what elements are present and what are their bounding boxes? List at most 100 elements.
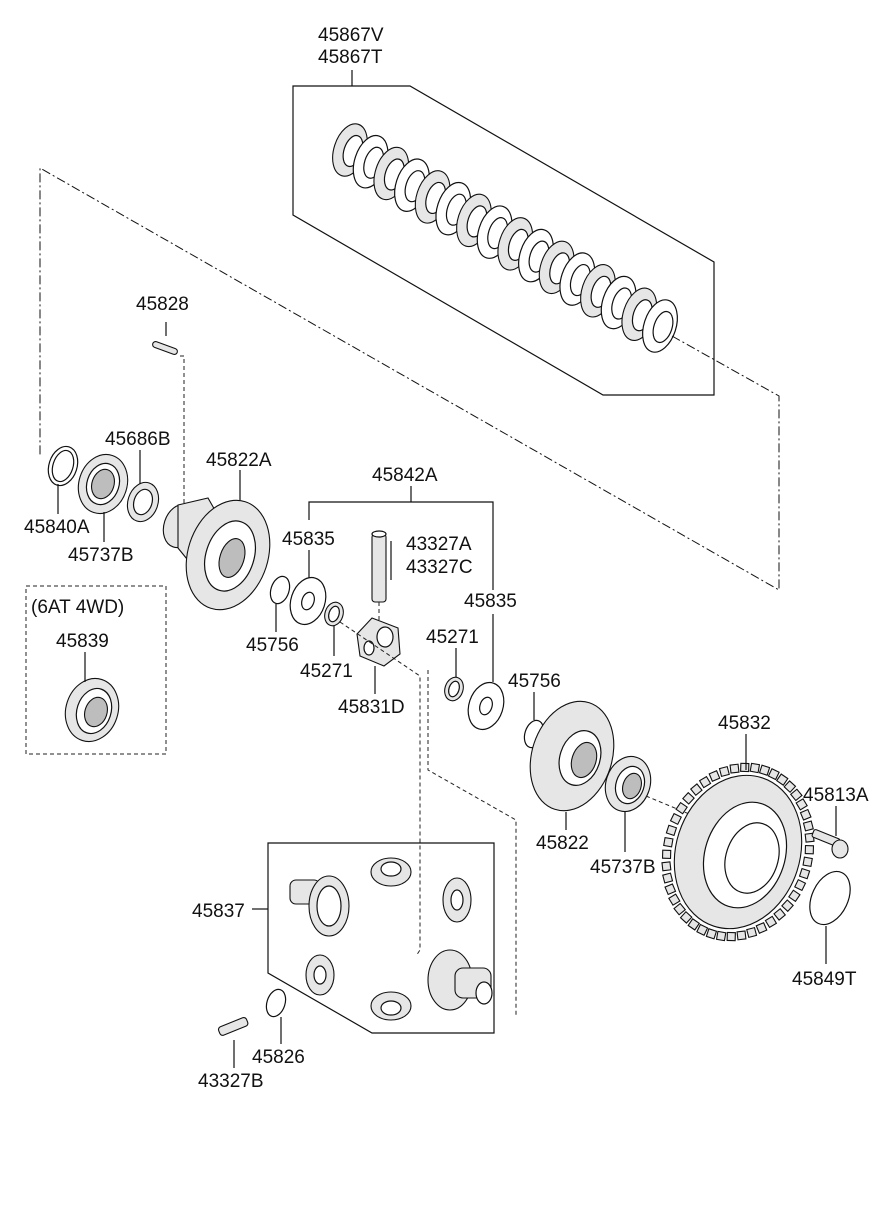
gear-tooth [802,820,814,832]
gear-tooth [764,915,778,929]
kit-45842A-bracket [308,501,494,590]
gear-tooth [669,812,682,826]
friction-disc-stack [332,123,678,353]
gear-tooth [789,788,803,802]
option-box-6at-4wd [25,585,167,755]
snap-ring-45840A [47,445,79,487]
label-45831D[interactable]: 45831D [338,697,405,718]
label-45835-left[interactable]: 45835 [282,529,335,550]
label-45867T[interactable]: 45867T [318,47,383,68]
washer-45271-left [324,601,344,627]
label-45837[interactable]: 45837 [192,901,245,922]
gear-tooth [799,808,812,821]
gear-tooth [662,872,674,884]
label-45813A[interactable]: 45813A [803,785,869,806]
label-45849T[interactable]: 45849T [792,969,857,990]
gear-tooth [708,770,721,782]
gear-kit-box-45837 [267,842,495,1034]
label-45839[interactable]: 45839 [56,631,109,652]
pin-centerline [180,355,185,505]
gear-tooth [673,902,687,916]
pinion-shaft-43327A [371,530,387,603]
gear-tooth [675,801,688,815]
gear-tooth [698,775,712,789]
gear-tooth [729,763,740,774]
spider-block-45831D [356,617,401,667]
label-43327B[interactable]: 43327B [198,1071,264,1092]
gear-tooth [773,908,787,921]
axis-to-gear [645,795,695,817]
label-45737B-left[interactable]: 45737B [68,545,134,566]
center-axis-mid [339,621,421,957]
label-45828[interactable]: 45828 [136,294,189,315]
gear-tooth [705,928,718,940]
label-note-6at-4wd: (6AT 4WD) [31,597,125,618]
gear-tooth [755,922,768,934]
gear-tooth [798,867,811,880]
label-45832[interactable]: 45832 [718,713,771,734]
label-45842A[interactable]: 45842A [372,465,438,486]
gear-tooth [788,889,801,903]
ring-gear-45832 [661,762,815,942]
label-45686B[interactable]: 45686B [105,429,171,450]
label-45271-right[interactable]: 45271 [426,627,479,648]
label-45271-left[interactable]: 45271 [300,661,353,682]
gear-tooth [696,923,709,936]
pin-45828 [152,322,178,355]
side-gear-right [427,949,493,1011]
gear-tooth [726,931,736,942]
label-45737B-right[interactable]: 45737B [590,857,656,878]
label-45867V[interactable]: 45867V [318,25,384,46]
gear-tooth [740,762,750,773]
gear-tooth [661,849,672,859]
gear-tooth [687,918,701,931]
pinion-gear-bottom-left [305,954,335,996]
bearing-45737B-right [604,755,652,813]
gear-tooth [775,773,789,786]
ring-45756-left [269,575,291,605]
pin-43327B [217,1017,249,1036]
pinion-gear-right [442,877,472,923]
gear-tooth [664,883,677,896]
label-43327A[interactable]: 43327A [406,534,472,555]
gear-tooth [661,861,672,872]
side-gear-left [289,875,350,937]
gear-tooth [718,765,730,778]
gear-tooth [736,930,747,941]
label-45822A[interactable]: 45822A [206,450,272,471]
differential-case-45822A [162,497,271,611]
gear-tooth [663,836,674,848]
label-45756-left[interactable]: 45756 [246,635,299,656]
label-45835-right[interactable]: 45835 [464,591,517,612]
seal-45686B [126,481,160,523]
pinion-gear-bottom [370,991,412,1021]
label-45826[interactable]: 45826 [252,1047,305,1068]
gear-tooth [665,824,678,837]
gear-tooth [794,878,807,892]
label-45840A[interactable]: 45840A [24,517,90,538]
gear-tooth [758,764,771,776]
thrust-washer-45835-left [289,576,327,626]
gear-tooth [749,762,761,774]
gear-tooth [804,845,815,855]
gear-tooth [679,910,693,924]
washer-45271-right [444,676,464,702]
gear-tooth [781,899,794,913]
gear-tooth [783,780,797,794]
bolt-45813A [811,829,849,859]
gear-tooth [795,798,808,811]
case-cover-45822 [529,700,615,812]
pinion-gear-top [370,857,412,887]
gear-tooth [715,930,727,942]
label-45756-right[interactable]: 45756 [508,671,561,692]
thrust-washer-45835-right [467,681,505,731]
disc-kit-box [292,85,715,396]
washer-45849T [809,870,851,926]
label-45822[interactable]: 45822 [536,833,589,854]
bearing-45737B-left [77,453,129,515]
label-43327C[interactable]: 43327C [406,557,473,578]
gear-tooth [668,893,681,906]
gear-tooth [746,926,758,939]
